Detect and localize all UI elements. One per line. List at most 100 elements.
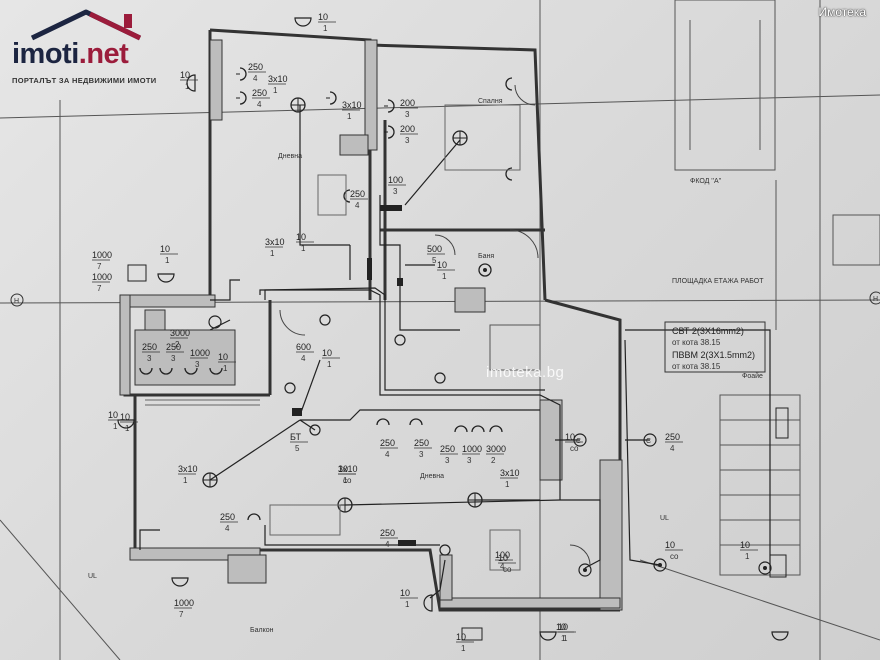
fixture-power-label: 500 [427, 244, 442, 254]
door-arc [514, 84, 536, 106]
fixture-power-label: 3x10 [265, 237, 285, 247]
fixture-circuit-label: 5 [295, 444, 300, 453]
wall-light-icon [758, 561, 772, 575]
fixture-circuit-label: 1 [323, 24, 328, 33]
fixture-power-label: 3000 [170, 328, 190, 338]
stair-box [489, 324, 541, 371]
fixture-power-label: 10 [318, 12, 328, 22]
fixture-circuit-label: 3 [393, 187, 398, 196]
fixture-circuit-label: 1 [505, 480, 510, 489]
legend-line: от кота 38.15 [672, 338, 721, 347]
fixture-power-label: 10 [556, 622, 566, 632]
fixture-power-label: 10 [498, 553, 508, 563]
room-label: Баня [478, 253, 494, 260]
fixture-circuit-label: 1 [223, 364, 228, 373]
logo-suffix: .net [78, 38, 129, 70]
ceiling-light-icon [478, 263, 492, 277]
fixture-circuit-label: 1 [185, 82, 190, 91]
fixture-circuit-label: 2 [175, 340, 180, 349]
fixture-power-label: 250 [665, 432, 680, 442]
stacked-socket-icon [769, 554, 787, 578]
fixture-labels: 1013x10125042504101200320033x10110110033… [92, 12, 758, 653]
door-arc [434, 234, 456, 256]
fixture-power-label: 250 [248, 62, 263, 72]
cable-runs [139, 105, 771, 599]
fixture-power-label: 250 [380, 528, 395, 538]
fixture-power-label: 1000 [92, 250, 112, 260]
fixture-power-label: 100 [388, 175, 403, 185]
fixture-power-label: 10 [108, 410, 118, 420]
fixture-power-label: 250 [350, 189, 365, 199]
wall-light-icon [653, 558, 667, 572]
axis-marks: Н Н UL UL [10, 291, 880, 580]
fixture-power-label: 3x10 [178, 464, 198, 474]
room-label: Фоайе [742, 372, 763, 380]
fixture-circuit-label: 4 [301, 354, 306, 363]
house-roof-icon [30, 9, 142, 41]
fixture-circuit-label: 1 [301, 244, 306, 253]
fixture-power-label: 200 [400, 124, 415, 134]
socket-icon [454, 425, 468, 433]
walls [119, 28, 623, 612]
fixture-circuit-label: 3 [419, 450, 424, 459]
fixture-power-label: 10 [296, 232, 306, 242]
wall-lamp-icon [539, 631, 557, 641]
room-label: Балкон [250, 627, 274, 634]
fixture-circuit-label: 1 [405, 600, 410, 609]
socket-icon [471, 425, 485, 433]
distribution-panel-icon [398, 540, 416, 546]
room-label: ФКОД ''А'' [690, 178, 721, 185]
socket-icon [209, 367, 223, 375]
fixture-power-label: 250 [414, 438, 429, 448]
wall-lamp-icon [771, 631, 789, 641]
bed-furniture [444, 104, 521, 171]
fixture-power-label: БТ [290, 432, 302, 442]
fixture-circuit-label: 1 [270, 249, 275, 258]
door-arc [279, 309, 306, 336]
legend-text: СВТ 2(3Х16mm2) от кота 38.15 ПВВМ 2(3Х1.… [672, 326, 755, 371]
svg-text:C: C [576, 438, 581, 445]
fixture-power-label: 250 [142, 342, 157, 352]
fixture-power-label: 250 [220, 512, 235, 522]
fixture-circuit-label: 4 [385, 450, 390, 459]
wall-light-icon [309, 424, 321, 436]
fixture-power-label: 600 [296, 342, 311, 352]
fixture-power-label: 3x10 [338, 464, 358, 474]
fixture-power-label: 250 [252, 88, 267, 98]
ceiling-light-icon [202, 472, 218, 488]
wall-lamp-icon [117, 419, 135, 429]
wall-light-icon [208, 315, 222, 329]
fixture-circuit-label: 3 [171, 354, 176, 363]
fixture-circuit-label: 4 [355, 201, 360, 210]
logo-main: imoti [12, 38, 79, 70]
fixture-power-label: 1000 [190, 348, 210, 358]
fixture-circuit-label: 4 [257, 100, 262, 109]
fixture-circuit-label: 1 [327, 360, 332, 369]
fixture-circuit-label: 1 [113, 422, 118, 431]
socket-icon [384, 99, 395, 113]
wall-light-icon [284, 382, 296, 394]
socket-icon [139, 367, 153, 375]
room-label: Дневна [420, 473, 444, 480]
wall-light-icon: C [573, 433, 587, 447]
fixture-circuit-label: 4 [225, 524, 230, 533]
fixture-power-label: 250 [166, 342, 181, 352]
fixture-power-label: 1000 [174, 598, 194, 608]
switch-icon [367, 258, 372, 280]
imoti-logo[interactable]: imoti.net ПОРТАЛЪТ ЗА НЕДВИЖИМИ ИМОТИ [8, 8, 168, 85]
fixture-circuit-label: 1 [165, 256, 170, 265]
sofa-furniture [269, 504, 341, 536]
room-label: Дневна [278, 153, 302, 160]
fixture-power-label: 10 [218, 352, 228, 362]
switch-icon [292, 408, 302, 416]
socket-icon [159, 367, 173, 375]
fixture-circuit-label: 7 [97, 284, 102, 293]
ceiling-light-icon [467, 492, 483, 508]
fixture-power-label: 10 [160, 244, 170, 254]
table-furniture [317, 174, 347, 216]
socket-icon [384, 125, 395, 139]
distribution-panel-icon [380, 205, 402, 211]
fixture-circuit-label: co [343, 476, 352, 485]
wall-lamp-icon [423, 594, 433, 612]
fixture-power-label: 10 [558, 622, 568, 632]
